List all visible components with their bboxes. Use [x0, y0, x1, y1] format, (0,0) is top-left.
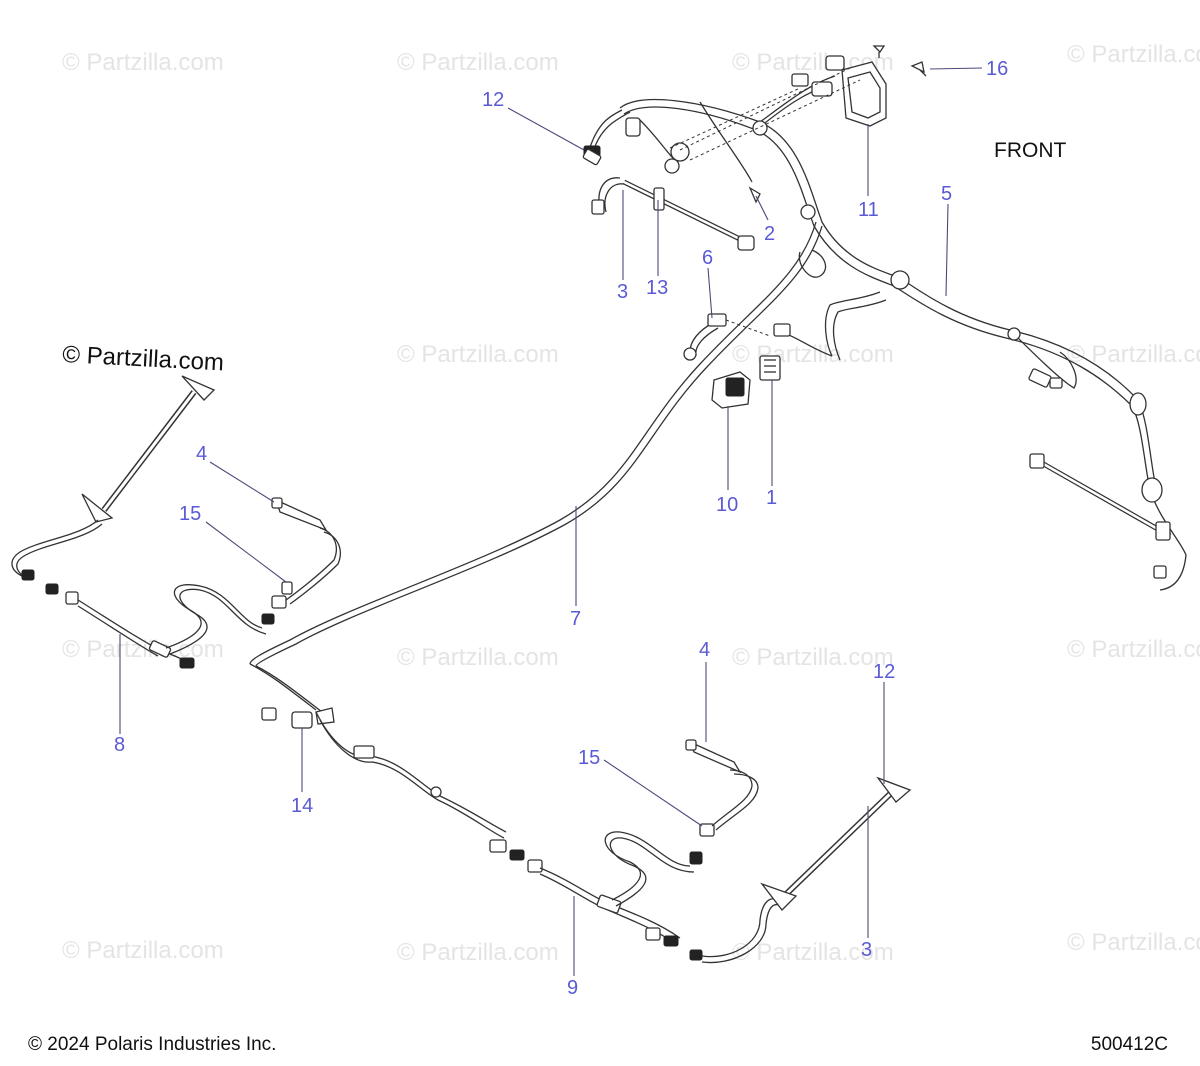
watermark: © Partzilla.com: [62, 937, 224, 964]
callout-11: 11: [858, 199, 879, 221]
callout-10: 10: [716, 494, 738, 516]
watermark: © Partzilla.com: [62, 49, 224, 76]
callout-3: 3: [861, 939, 872, 961]
watermark: © Partzilla.com: [397, 341, 559, 368]
watermark: © Partzilla.com: [397, 49, 559, 76]
callout-7: 7: [570, 608, 581, 630]
callout-2: 2: [764, 223, 775, 245]
callout-15: 15: [179, 503, 201, 525]
callout-1: 1: [766, 487, 777, 509]
callout-4: 4: [196, 443, 207, 465]
left-rear-assembly: [11, 375, 341, 669]
watermark: © Partzilla.com: [1067, 41, 1200, 68]
right-rear-bracket: [1029, 453, 1172, 579]
watermark-grid: © Partzilla.com © Partzilla.com © Partzi…: [62, 41, 1200, 966]
center-rear-assembly: [261, 707, 912, 964]
callout-15: 15: [578, 747, 600, 769]
callout-leaders: [119, 67, 983, 976]
callout-4: 4: [699, 639, 710, 661]
diagram-id: 500412C: [1090, 1034, 1168, 1055]
callout-9: 9: [567, 977, 578, 999]
center-connector-group: [683, 249, 827, 409]
watermark: © Partzilla.com: [1067, 341, 1200, 368]
callout-6: 6: [702, 247, 713, 269]
callout-13: 13: [646, 277, 668, 299]
partzilla-logo: © Partzilla.com: [62, 341, 225, 376]
control-module: [669, 55, 887, 161]
copyright-notice: © 2024 Polaris Industries Inc.: [28, 1034, 277, 1055]
long-harness: [249, 221, 823, 713]
callout-numbers: 12 16 11 5 2 3 13 6 10 1 4 15 7 8 4 12 1…: [114, 58, 1008, 999]
front-direction-label: FRONT: [994, 139, 1066, 162]
watermark: © Partzilla.com: [397, 644, 559, 671]
callout-16: 16: [986, 58, 1008, 80]
sensor-bracket-upper: [591, 177, 761, 251]
callout-12: 12: [873, 661, 895, 683]
callout-5: 5: [941, 183, 952, 205]
main-harness-front: [582, 75, 1187, 591]
watermark: © Partzilla.com: [732, 644, 894, 671]
callout-14: 14: [291, 795, 313, 817]
screw-pair: [872, 45, 927, 77]
watermark: © Partzilla.com: [732, 341, 894, 368]
watermark: © Partzilla.com: [397, 939, 559, 966]
callout-3: 3: [617, 281, 628, 303]
watermark: © Partzilla.com: [1067, 929, 1200, 956]
callout-12: 12: [482, 89, 504, 111]
callout-8: 8: [114, 734, 125, 756]
watermark: © Partzilla.com: [1067, 636, 1200, 663]
